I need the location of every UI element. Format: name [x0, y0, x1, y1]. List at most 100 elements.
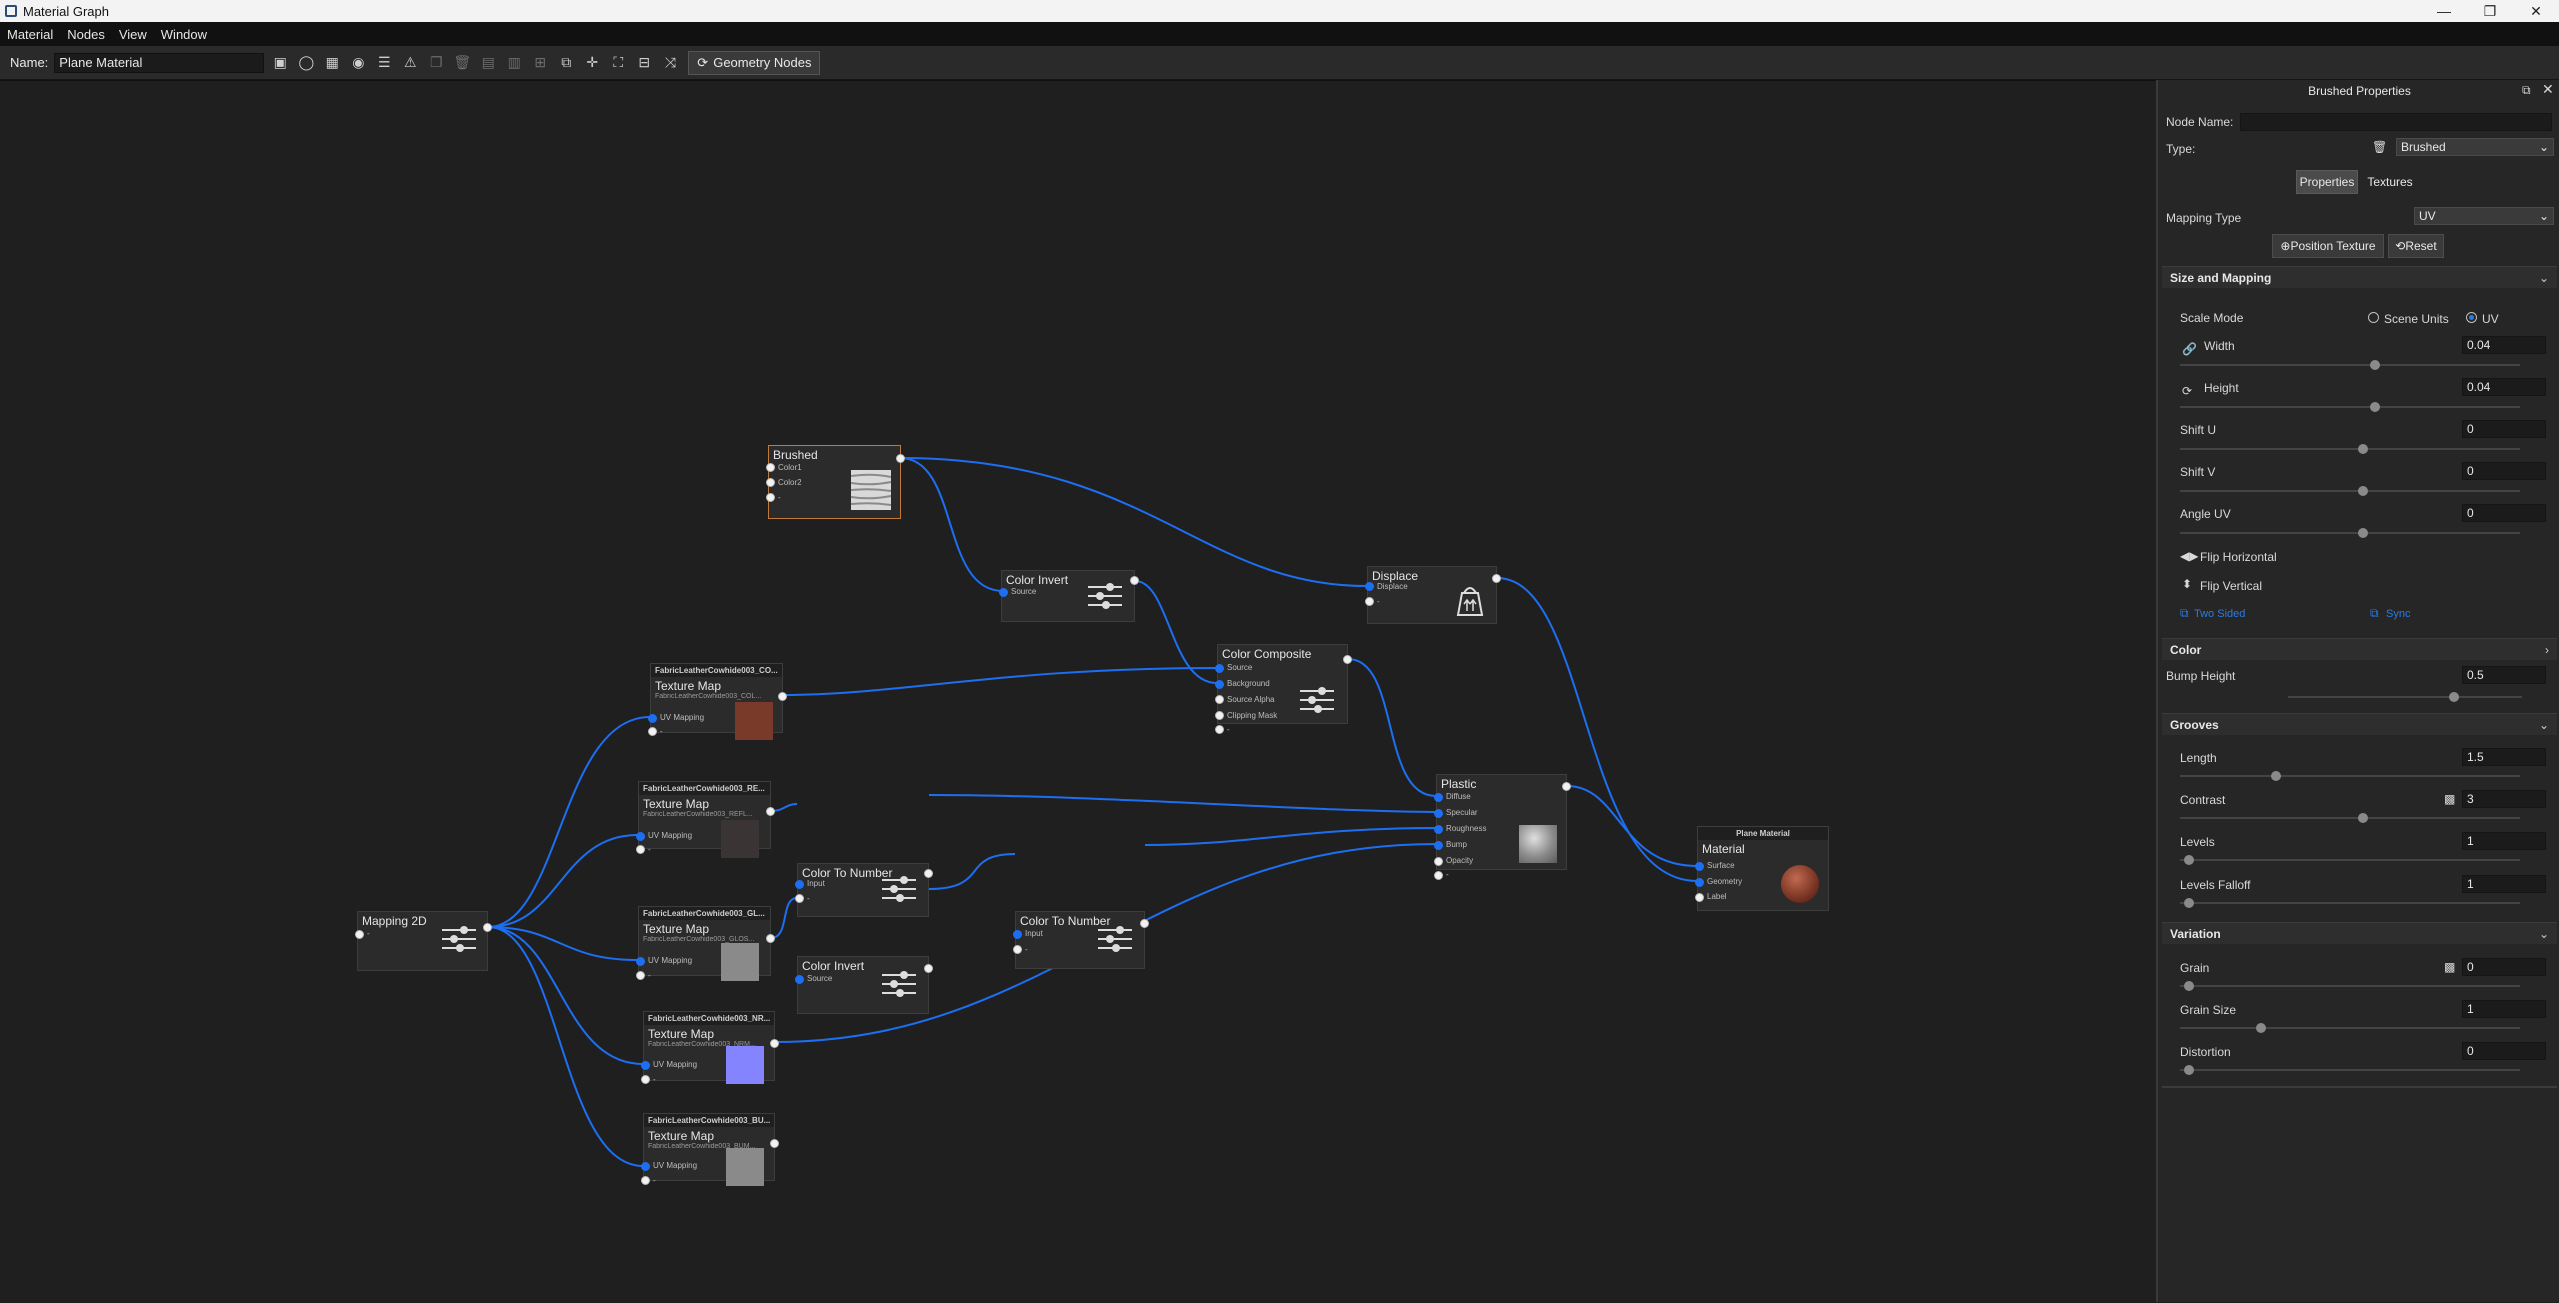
- input-port[interactable]: [636, 845, 645, 854]
- output-port[interactable]: [1562, 782, 1571, 791]
- input-port[interactable]: [641, 1061, 650, 1070]
- grain-input[interactable]: 0: [2462, 958, 2546, 976]
- render-icon[interactable]: ◯: [298, 54, 315, 70]
- node-texture-map-bump[interactable]: FabricLeatherCowhide003_BU... Texture Ma…: [641, 1113, 779, 1186]
- node-color-to-number[interactable]: Color To Number Input -: [795, 863, 933, 917]
- menu-nodes[interactable]: Nodes: [67, 26, 105, 42]
- shift-u-slider-track[interactable]: [2180, 448, 2520, 450]
- node-material[interactable]: Plane Material Material Surface Geometry…: [1695, 826, 1829, 911]
- shift-v-slider-knob[interactable]: [2358, 486, 2368, 496]
- node-graph-canvas[interactable]: Brushed Color1 Color2 - Color Invert Sou…: [0, 80, 2156, 1302]
- close-button[interactable]: ✕: [2530, 3, 2542, 19]
- node-plastic[interactable]: Plastic Diffuse Specular Roughness Bump …: [1434, 774, 1571, 880]
- angle-uv-slider-track[interactable]: [2180, 532, 2520, 534]
- scene-units-radio[interactable]: [2368, 312, 2379, 323]
- grain-size-slider-knob[interactable]: [2256, 1023, 2266, 1033]
- input-port[interactable]: [1434, 857, 1443, 866]
- input-port[interactable]: [648, 714, 657, 723]
- levels-input[interactable]: 1: [2462, 832, 2546, 850]
- output-port[interactable]: [766, 807, 775, 816]
- grain-slider-knob[interactable]: [2184, 981, 2194, 991]
- node-texture-map-gloss[interactable]: FabricLeatherCowhide003_GL... Texture Ma…: [636, 906, 775, 981]
- delete-icon[interactable]: 🗑: [453, 54, 472, 70]
- flip-vertical-label[interactable]: Flip Vertical: [2200, 579, 2263, 593]
- input-port[interactable]: [1215, 725, 1224, 734]
- link-icon[interactable]: ⊞: [534, 54, 547, 70]
- grain-slider-track[interactable]: [2180, 985, 2520, 987]
- shift-v-input[interactable]: 0: [2462, 462, 2546, 480]
- node-color-invert[interactable]: Color Invert Source: [795, 956, 933, 1014]
- input-port[interactable]: [766, 493, 775, 502]
- output-port[interactable]: [770, 1039, 779, 1048]
- angle-uv-slider-knob[interactable]: [2358, 528, 2368, 538]
- center-icon[interactable]: ✛: [586, 54, 599, 70]
- height-slider-knob[interactable]: [2370, 402, 2380, 412]
- input-port[interactable]: [1013, 930, 1022, 939]
- settings-icon[interactable]: ☰: [378, 54, 391, 70]
- input-port[interactable]: [766, 478, 775, 487]
- connect-icon[interactable]: ⤨: [664, 54, 676, 70]
- float-panel-icon[interactable]: ⧉: [2522, 83, 2531, 97]
- output-port[interactable]: [1140, 919, 1149, 928]
- length-slider-track[interactable]: [2180, 775, 2520, 777]
- node-name-input[interactable]: [2240, 113, 2552, 131]
- node-displace[interactable]: Displace Displace -: [1365, 566, 1501, 624]
- input-port[interactable]: [1365, 597, 1374, 606]
- input-port[interactable]: [1695, 878, 1704, 887]
- output-port[interactable]: [778, 692, 787, 701]
- length-slider-knob[interactable]: [2271, 771, 2281, 781]
- flip-horizontal-label[interactable]: Flip Horizontal: [2200, 550, 2277, 564]
- input-port[interactable]: [1695, 893, 1704, 902]
- position-texture-button[interactable]: ⊕Position Texture: [2272, 234, 2384, 258]
- output-port[interactable]: [924, 869, 933, 878]
- input-port[interactable]: [1365, 582, 1374, 591]
- section-size-and-mapping[interactable]: Size and Mapping⌄: [2162, 266, 2557, 288]
- input-port[interactable]: [1215, 711, 1224, 720]
- grain-size-input[interactable]: 1: [2462, 1000, 2546, 1018]
- input-port[interactable]: [1434, 871, 1443, 880]
- ungroup-icon[interactable]: ▥: [507, 54, 521, 70]
- maximize-button[interactable]: ❐: [2483, 3, 2497, 19]
- flip-vertical-icon[interactable]: ⬍: [2182, 577, 2193, 591]
- bump-height-input[interactable]: 0.5: [2462, 666, 2546, 684]
- input-port[interactable]: [355, 930, 364, 939]
- contrast-input[interactable]: 3: [2462, 790, 2546, 808]
- link-icon[interactable]: 🔗: [2182, 342, 2197, 356]
- output-port[interactable]: [924, 964, 933, 973]
- height-slider-track[interactable]: [2180, 406, 2520, 408]
- levels-falloff-slider-knob[interactable]: [2184, 898, 2194, 908]
- contrast-slider-track[interactable]: [2180, 817, 2520, 819]
- node-color-composite[interactable]: Color Composite Source Background Source…: [1215, 644, 1352, 734]
- input-port[interactable]: [636, 957, 645, 966]
- distortion-input[interactable]: 0: [2462, 1042, 2546, 1060]
- length-input[interactable]: 1.5: [2462, 748, 2546, 766]
- grid-icon[interactable]: ▦: [325, 54, 339, 70]
- sync-icon[interactable]: ⧉: [2370, 606, 2379, 620]
- levels-falloff-slider-track[interactable]: [2180, 902, 2520, 904]
- texture-slot-icon[interactable]: ▩: [2444, 792, 2456, 806]
- warning-icon[interactable]: ⚠: [404, 54, 417, 70]
- output-port[interactable]: [1130, 576, 1139, 585]
- levels-falloff-input[interactable]: 1: [2462, 875, 2546, 893]
- fit-icon[interactable]: ⛶: [613, 54, 624, 70]
- sync-label[interactable]: Sync: [2386, 608, 2411, 620]
- angle-uv-input[interactable]: 0: [2462, 504, 2546, 522]
- input-port[interactable]: [1215, 664, 1224, 673]
- two-sided-icon[interactable]: ⧉: [2180, 606, 2189, 620]
- grain-size-slider-track[interactable]: [2180, 1027, 2520, 1029]
- arrange-icon[interactable]: ⧉: [561, 54, 572, 70]
- node-color-invert[interactable]: Color Invert Source: [999, 570, 1139, 622]
- output-port[interactable]: [483, 923, 492, 932]
- input-port[interactable]: [766, 463, 775, 472]
- mapping-type-dropdown[interactable]: UV⌄: [2414, 207, 2554, 225]
- tab-properties[interactable]: Properties: [2296, 170, 2358, 194]
- output-port[interactable]: [896, 454, 905, 463]
- input-port[interactable]: [636, 971, 645, 980]
- input-port[interactable]: [1434, 841, 1443, 850]
- input-port[interactable]: [1695, 862, 1704, 871]
- node-mapping-2d[interactable]: Mapping 2D -: [355, 911, 492, 971]
- height-input[interactable]: 0.04: [2462, 378, 2546, 396]
- delete-type-icon[interactable]: 🗑: [2372, 140, 2388, 154]
- width-slider-knob[interactable]: [2370, 360, 2380, 370]
- distortion-slider-track[interactable]: [2180, 1069, 2520, 1071]
